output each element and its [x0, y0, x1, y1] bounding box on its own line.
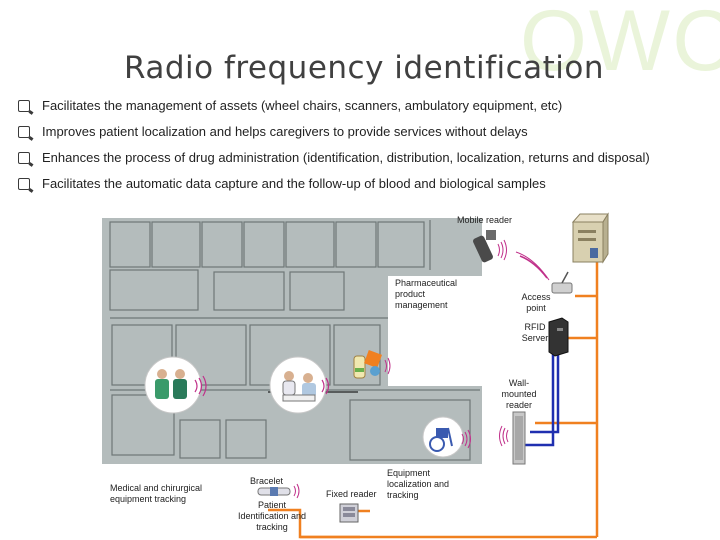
label-line: RFID — [524, 322, 546, 332]
mobile-reader-label: Mobile reader — [457, 215, 513, 225]
label-line: Pharmaceutical — [395, 278, 458, 288]
label-line: product — [395, 289, 426, 299]
fixed-reader-icon — [339, 503, 359, 523]
bullet-text: Facilitates the automatic data capture a… — [42, 176, 546, 191]
server-icon — [571, 212, 609, 264]
checkbox-bullet-icon — [18, 100, 30, 112]
equipment-circle — [422, 416, 464, 458]
mobile-reader-icon — [473, 230, 496, 263]
medical-label: Medical and chirurgical equipment tracki… — [110, 483, 202, 505]
label-line: tracking — [387, 490, 419, 500]
checkbox-bullet-icon — [18, 178, 30, 190]
fixed-reader-label: Fixed reader — [326, 489, 377, 499]
label-line: Wall- — [508, 378, 530, 388]
access-point-icon — [551, 271, 573, 294]
bullet-item: Facilitates the automatic data capture a… — [18, 176, 718, 202]
pharma-label: Pharmaceutical product management — [395, 278, 457, 311]
checkbox-bullet-icon — [18, 126, 30, 138]
pharmaceutical-products-icon — [353, 350, 382, 379]
label-line: tracking — [256, 522, 288, 532]
watermark-logo: OWC — [520, 0, 720, 89]
bullet-text: Facilitates the management of assets (wh… — [42, 98, 563, 113]
network-lines — [268, 262, 599, 539]
patient-circle — [269, 356, 327, 414]
bullet-text: Enhances the process of drug administrat… — [42, 150, 650, 165]
access-point-label: Access point — [516, 292, 556, 314]
label-line: Server — [521, 333, 549, 343]
bullet-item: Facilitates the management of assets (wh… — [18, 98, 718, 124]
label-line: Access — [521, 292, 551, 302]
bullet-item: Enhances the process of drug administrat… — [18, 150, 718, 176]
bullet-item: Improves patient localization and helps … — [18, 124, 718, 150]
rfid-server-icon — [548, 317, 569, 357]
wall-reader-label: Wall- mounted reader — [498, 378, 540, 411]
floor-plan-walls — [109, 220, 480, 461]
medical-staff-circle — [144, 356, 202, 414]
label-line: point — [526, 303, 546, 313]
label-line: localization and — [387, 479, 450, 489]
checkbox-bullet-icon — [18, 152, 30, 164]
bullet-list: Facilitates the management of assets (wh… — [18, 98, 718, 202]
rfid-server-label: RFID Server — [518, 322, 552, 344]
patient-label: Patient Identification and tracking — [230, 500, 314, 533]
label-line: equipment tracking — [110, 494, 187, 504]
label-line: management — [395, 300, 448, 310]
equipment-label: Equipment localization and tracking — [387, 468, 449, 501]
label-line: Equipment — [387, 468, 431, 478]
mobile-reader-signal — [497, 239, 507, 261]
diagram-white-area — [388, 276, 484, 386]
bracelet-label: Bracelet — [250, 476, 284, 486]
wall-mounted-reader-icon — [512, 411, 526, 465]
bullet-text: Improves patient localization and helps … — [42, 124, 528, 139]
bracelet-icon — [257, 487, 291, 496]
label-line: Patient — [257, 500, 287, 510]
label-line: Identification and — [237, 511, 307, 521]
label-line: mounted — [501, 389, 537, 399]
label-line: reader — [505, 400, 532, 410]
slide-title: Radio frequency identification — [123, 50, 605, 86]
label-line: Medical and chirurgical — [110, 483, 203, 493]
